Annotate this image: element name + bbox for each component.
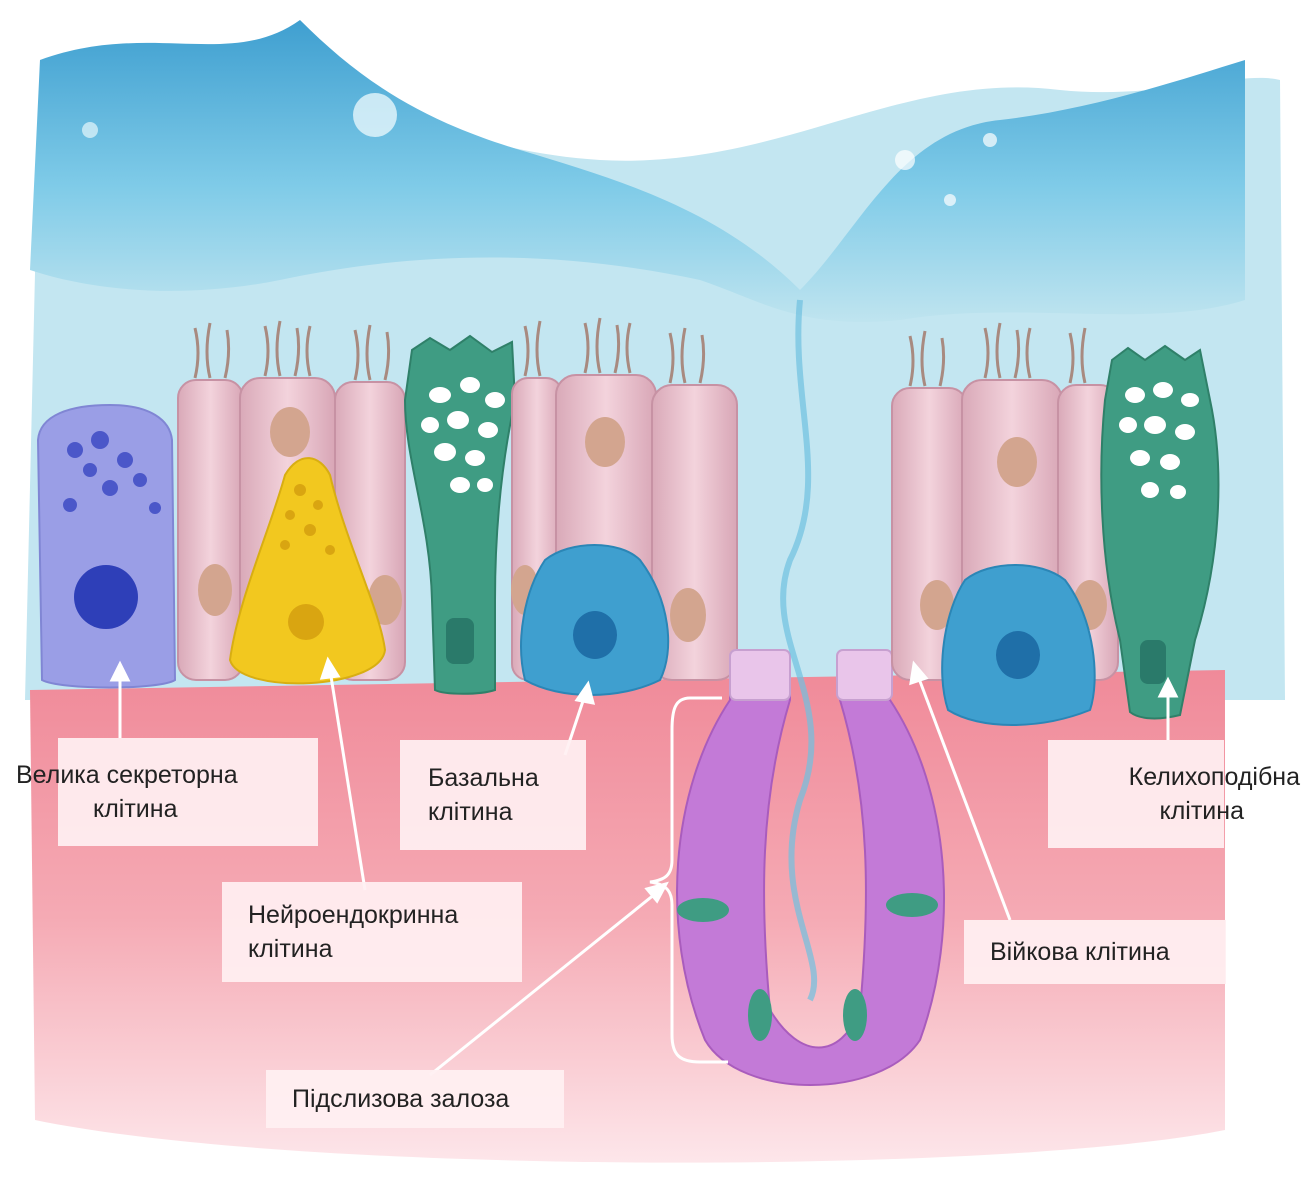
- label-ciliated-cell: Війкова клітина: [964, 920, 1226, 984]
- label-large-secretory-cell-line1: Велика секреторна: [16, 758, 238, 792]
- label-neuroendocrine-cell-line2: клітина: [248, 932, 522, 966]
- label-large-secretory-cell: Велика секреторна клітина: [58, 738, 318, 846]
- label-submucosal-gland: Підслизова залоза: [266, 1070, 564, 1128]
- label-ciliated-cell-line1: Війкова клітина: [990, 935, 1226, 969]
- label-basal-cell: Базальна клітина: [400, 740, 586, 850]
- label-neuroendocrine-cell-line1: Нейроендокринна: [248, 898, 522, 932]
- label-basal-cell-line1: Базальна: [428, 761, 586, 795]
- bubble: [353, 93, 397, 137]
- label-goblet-cell-line1: Келихоподібна: [1129, 760, 1300, 794]
- large-secretory-cell: [38, 405, 175, 688]
- basal-cell-1: [521, 545, 668, 695]
- label-neuroendocrine-cell: Нейроендокринна клітина: [222, 882, 522, 982]
- label-large-secretory-cell-line2: клітина: [93, 792, 178, 826]
- label-goblet-cell: Келихоподібна клітина: [1048, 740, 1224, 848]
- label-submucosal-gland-line1: Підслизова залоза: [292, 1082, 564, 1116]
- label-goblet-cell-line2: клітина: [1160, 794, 1245, 828]
- basal-cell-2: [942, 565, 1095, 725]
- label-basal-cell-line2: клітина: [428, 795, 586, 829]
